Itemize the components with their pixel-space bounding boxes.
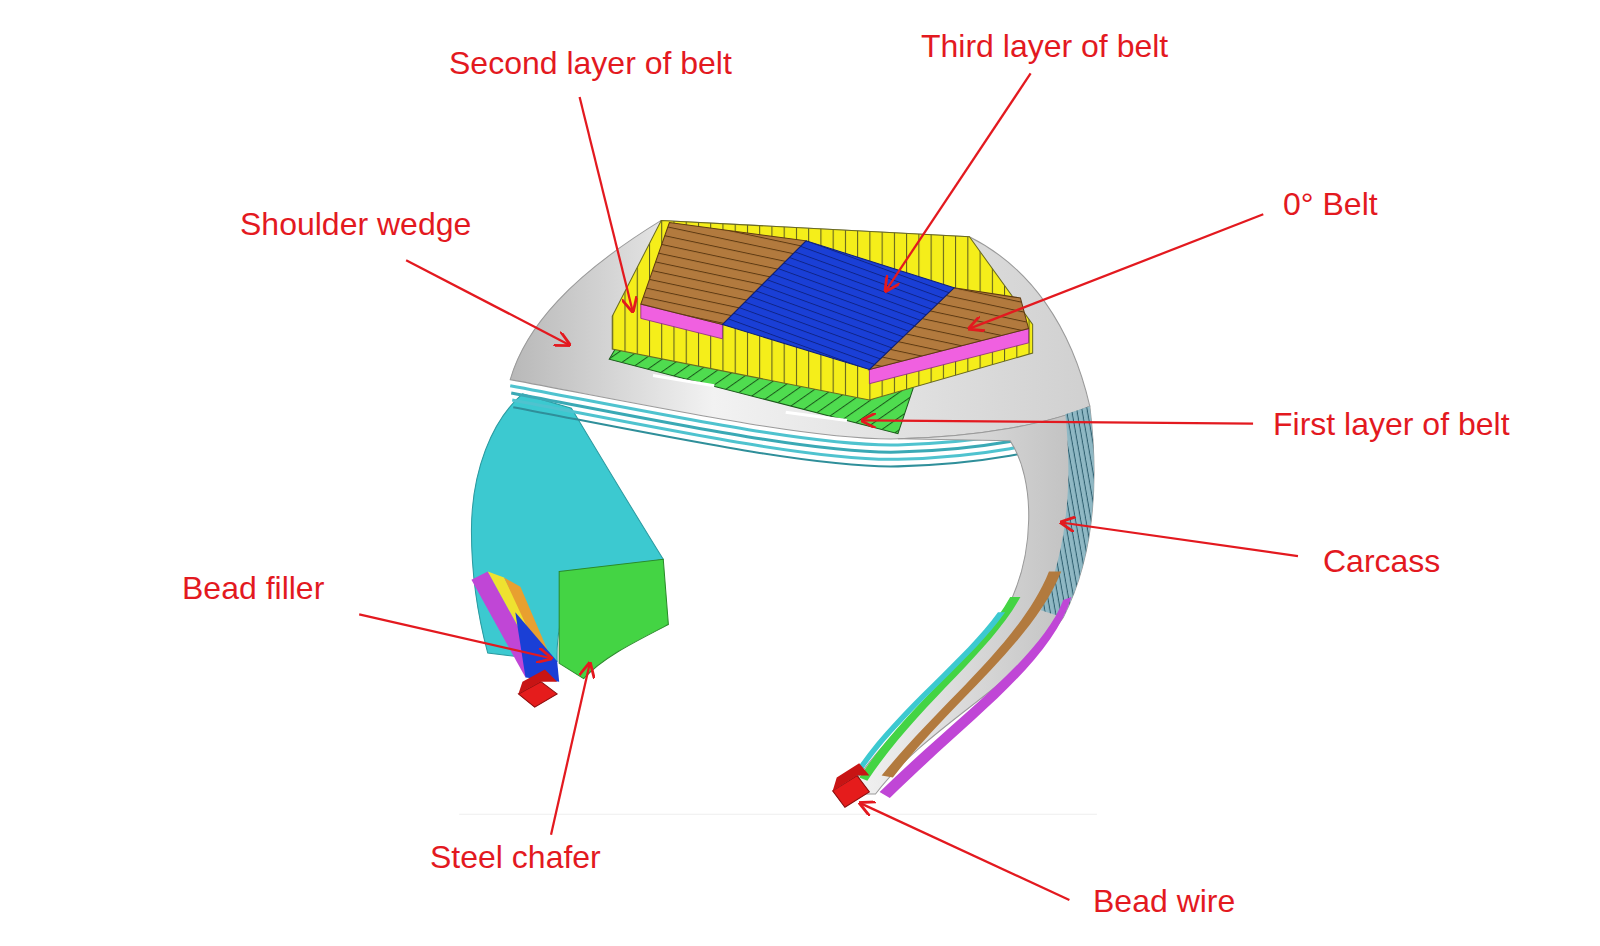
part-label: 0° Belt bbox=[1283, 186, 1378, 222]
part-label: First layer of belt bbox=[1273, 406, 1510, 442]
leader-line bbox=[969, 214, 1263, 328]
leader-line bbox=[1061, 522, 1298, 556]
part-label: Bead wire bbox=[1093, 883, 1235, 919]
part-label: Third layer of belt bbox=[921, 28, 1168, 64]
part-label: Bead filler bbox=[182, 570, 324, 606]
leader-line bbox=[551, 663, 590, 834]
part-label: Second layer of belt bbox=[449, 45, 732, 81]
part-label: Steel chafer bbox=[430, 839, 601, 875]
leader-line bbox=[359, 614, 551, 658]
leader-line bbox=[862, 420, 1253, 423]
leader-line bbox=[406, 260, 569, 345]
leader-line bbox=[860, 803, 1069, 900]
leader-line bbox=[886, 73, 1031, 290]
leader-line bbox=[580, 97, 633, 311]
part-label: Carcass bbox=[1323, 543, 1440, 579]
part-label: Shoulder wedge bbox=[240, 206, 471, 242]
